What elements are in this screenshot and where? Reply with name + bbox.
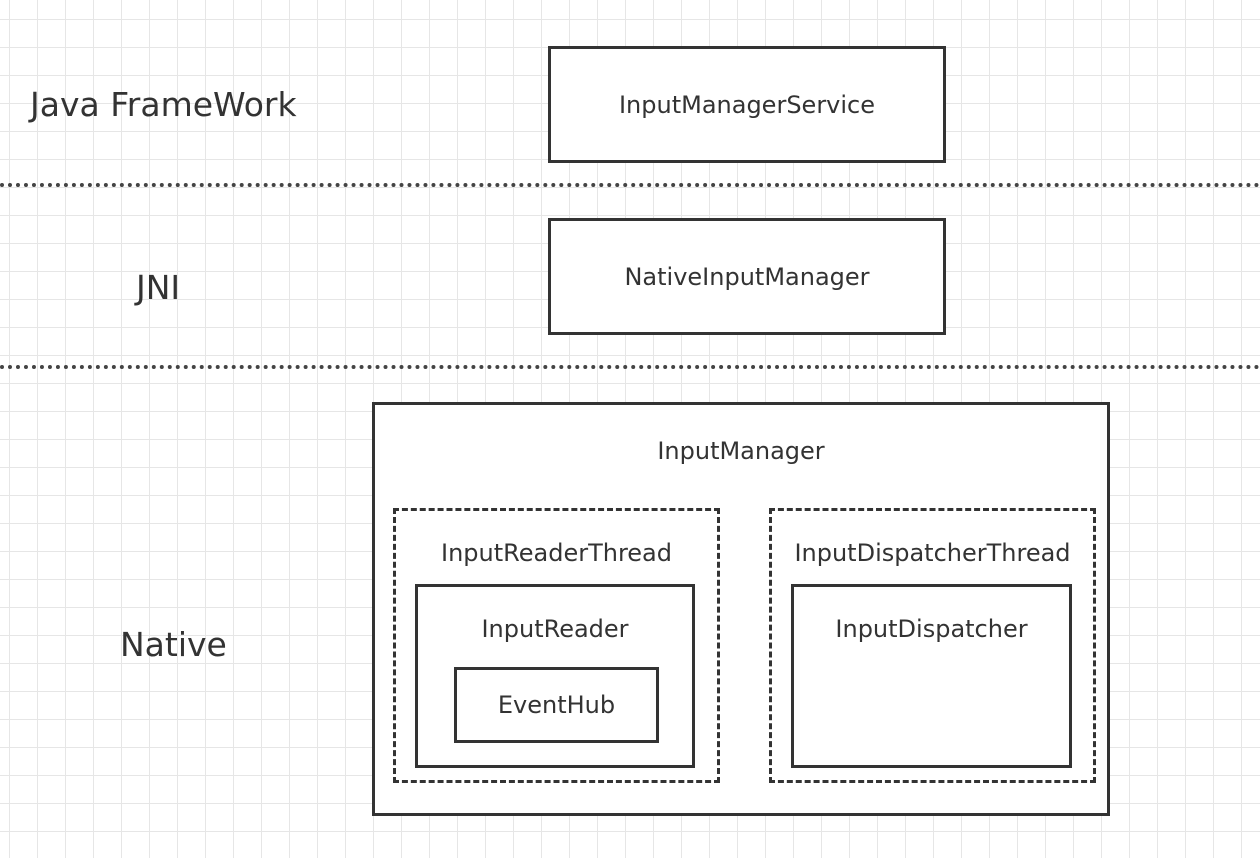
layer-label-jni: JNI (136, 268, 181, 307)
input-reader-label: InputReader (481, 615, 629, 643)
input-reader-thread-label: InputReaderThread (441, 539, 672, 567)
event-hub-box: EventHub (454, 667, 659, 743)
input-dispatcher-box: InputDispatcher (791, 584, 1072, 768)
native-input-manager-label: NativeInputManager (624, 262, 870, 291)
layer-label-native: Native (120, 625, 227, 664)
input-reader-thread-box: InputReaderThread InputReader EventHub (393, 508, 720, 783)
input-manager-service-box: InputManagerService (548, 46, 946, 163)
event-hub-label: EventHub (497, 691, 616, 719)
input-dispatcher-label: InputDispatcher (835, 615, 1028, 643)
input-manager-label: InputManager (657, 437, 825, 465)
input-dispatcher-thread-label: InputDispatcherThread (794, 539, 1071, 567)
input-dispatcher-thread-box: InputDispatcherThread InputDispatcher (769, 508, 1096, 783)
input-manager-box: InputManager InputReaderThread InputRead… (372, 402, 1110, 816)
input-manager-service-label: InputManagerService (618, 90, 876, 119)
input-reader-box: InputReader EventHub (415, 584, 695, 768)
layer-divider-java-jni (0, 183, 1260, 187)
native-input-manager-box: NativeInputManager (548, 218, 946, 335)
layer-label-java-framework: Java FrameWork (30, 85, 297, 124)
layer-divider-jni-native (0, 365, 1260, 369)
